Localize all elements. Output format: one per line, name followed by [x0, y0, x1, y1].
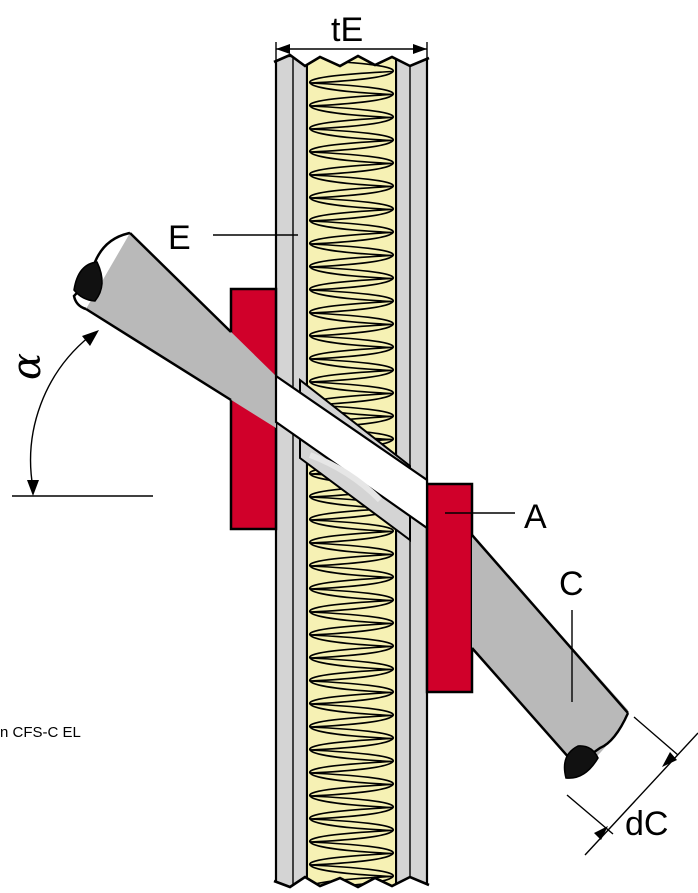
insulation-loop	[309, 243, 394, 268]
label-dC: dC	[625, 805, 668, 843]
pipe-through-wall	[274, 373, 429, 531]
pipe-right-segment	[472, 535, 628, 770]
wall-break-top	[274, 40, 429, 66]
pipe-break-right	[563, 745, 599, 779]
label-tE: tE	[331, 11, 363, 49]
collar-right	[425, 482, 474, 694]
dimension-dC	[566, 716, 698, 856]
pipe-left-segment	[86, 233, 276, 428]
pipe-break-left	[73, 261, 103, 302]
label-alpha: α	[4, 353, 50, 380]
angle-alpha	[12, 330, 153, 497]
label-E: E	[168, 219, 191, 257]
label-C: C	[559, 565, 584, 603]
wall-board-left	[274, 54, 309, 890]
dimension-tE	[275, 42, 428, 62]
label-A: A	[524, 498, 547, 536]
product-caption: n CFS-C EL	[0, 724, 81, 741]
pipe	[72, 231, 630, 779]
